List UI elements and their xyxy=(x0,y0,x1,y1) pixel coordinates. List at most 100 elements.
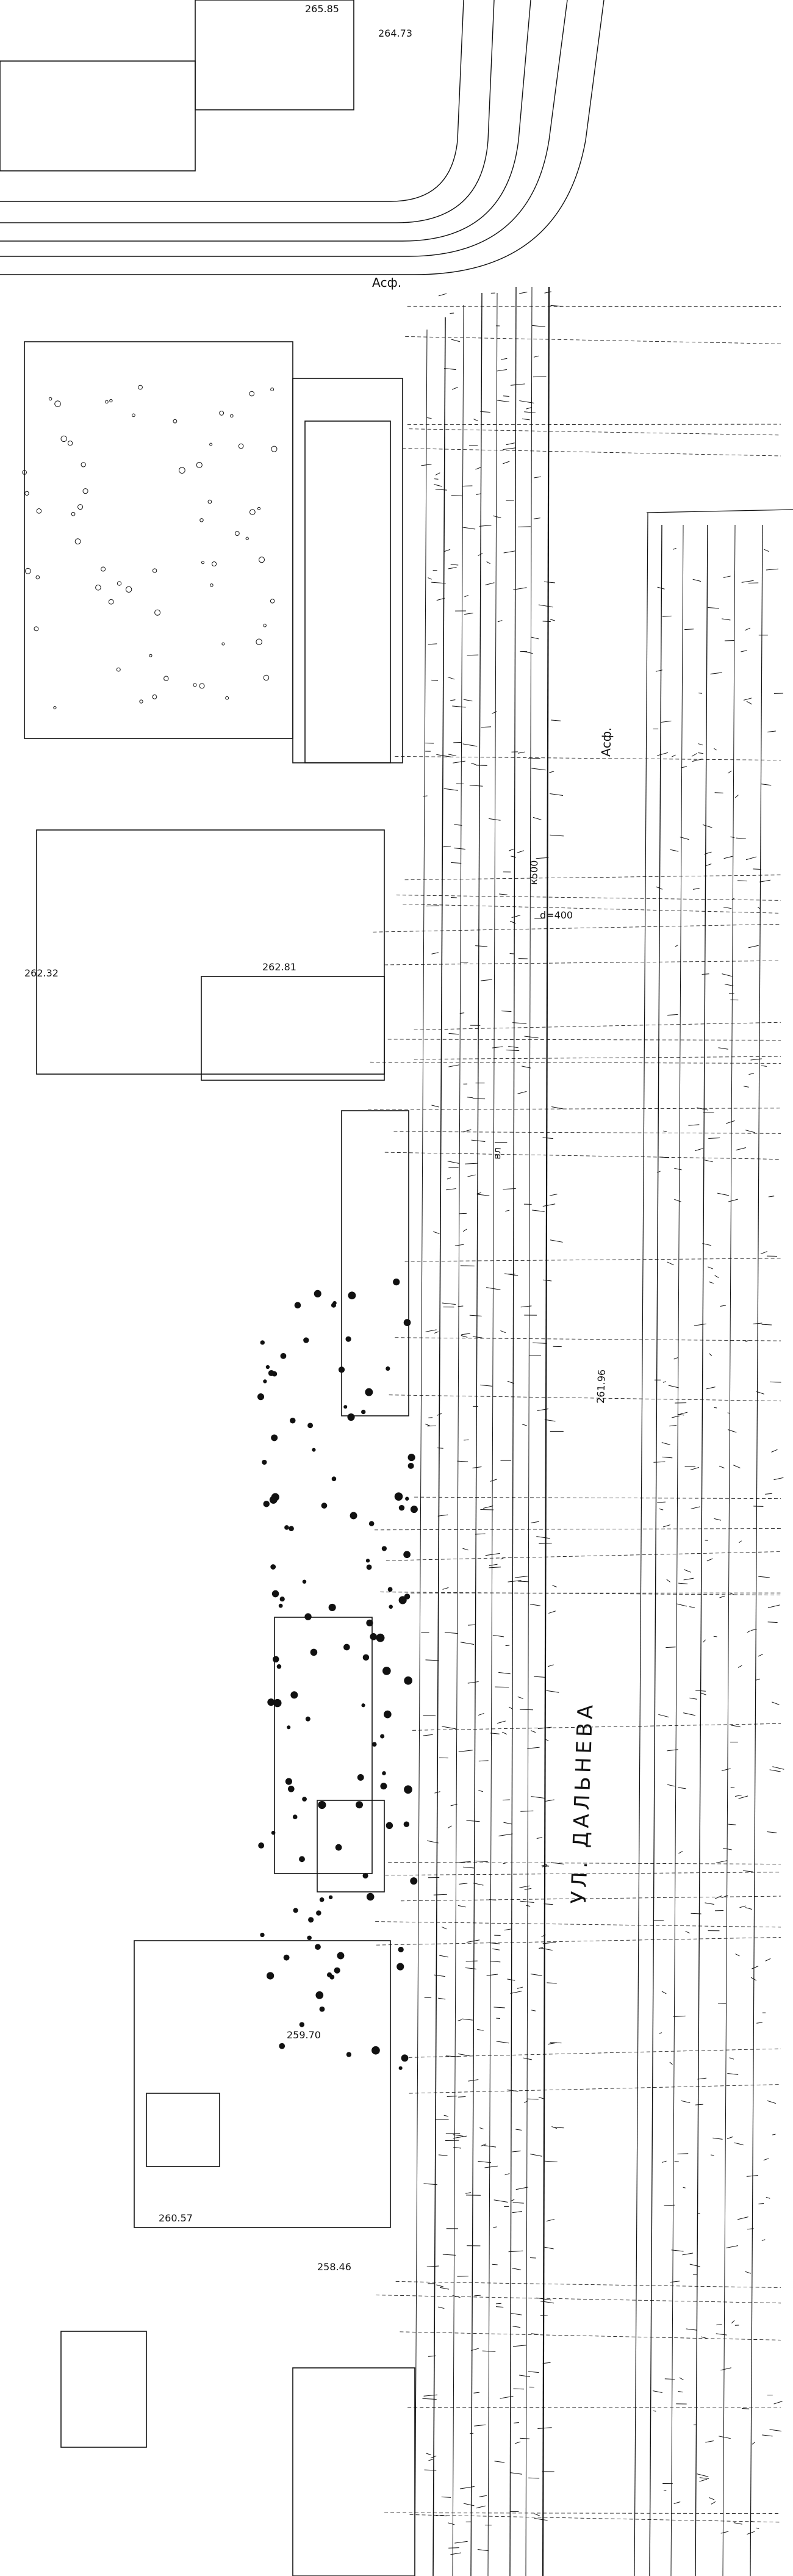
survey-tick xyxy=(753,868,761,870)
tree-symbol xyxy=(403,1319,411,1326)
survey-tick xyxy=(666,1579,671,1582)
survey-tick xyxy=(503,461,510,464)
survey-tick xyxy=(448,2522,455,2525)
survey-tick xyxy=(465,2192,471,2194)
survey-tick xyxy=(531,1521,540,1523)
survey-tick xyxy=(542,1941,556,1944)
utility-line xyxy=(389,1394,781,1402)
survey-tick xyxy=(492,711,497,714)
tree-symbol xyxy=(267,1972,274,1980)
point-symbol xyxy=(249,509,256,515)
survey-tick xyxy=(492,515,501,519)
survey-tick xyxy=(506,442,515,446)
tree-symbol xyxy=(305,1716,310,1722)
survey-tick xyxy=(493,2226,497,2228)
survey-tick xyxy=(745,1907,753,1910)
survey-tick xyxy=(458,1905,466,1908)
survey-tick xyxy=(534,2513,540,2516)
survey-tick xyxy=(426,2453,432,2456)
survey-tick xyxy=(727,2136,733,2139)
survey-tick xyxy=(435,472,440,476)
survey-tick xyxy=(677,1413,684,1416)
survey-tick xyxy=(452,705,466,708)
survey-tick xyxy=(508,1706,514,1710)
point-symbol xyxy=(193,683,197,687)
survey-tick xyxy=(510,383,525,386)
tree-symbol xyxy=(265,1365,270,1369)
survey-tick xyxy=(534,476,541,478)
survey-tick xyxy=(730,836,735,839)
tree-symbol xyxy=(268,1369,274,1376)
survey-tick xyxy=(423,1734,433,1736)
tree-symbol xyxy=(338,1366,345,1373)
tree-symbol xyxy=(382,1771,386,1775)
survey-tick xyxy=(714,1518,722,1521)
survey-tick xyxy=(499,893,508,895)
survey-tick xyxy=(507,1380,515,1384)
survey-tick xyxy=(451,339,461,342)
survey-tick xyxy=(679,2377,684,2380)
tree-symbol xyxy=(334,1967,340,1974)
survey-tick xyxy=(480,1509,494,1510)
survey-tick xyxy=(702,824,712,828)
survey-tick xyxy=(462,2018,473,2021)
tree-symbol xyxy=(410,1506,418,1513)
point-symbol xyxy=(74,538,81,545)
survey-tick xyxy=(670,849,679,852)
elevation-label: 262.32 xyxy=(24,967,59,979)
survey-tick xyxy=(464,612,473,615)
survey-tick xyxy=(656,886,663,890)
survey-tick xyxy=(451,862,462,864)
survey-tick xyxy=(453,2135,467,2139)
survey-tick xyxy=(453,741,462,743)
survey-tick xyxy=(443,549,451,552)
tree-symbol xyxy=(307,1935,312,1941)
survey-tick xyxy=(479,2127,484,2130)
survey-tick xyxy=(509,920,516,924)
survey-tick xyxy=(503,395,509,397)
survey-tick xyxy=(508,1580,522,1582)
survey-tick xyxy=(442,1587,449,1590)
pipe-bl-label: вл xyxy=(491,1147,503,1160)
survey-tick xyxy=(702,973,709,975)
survey-tick xyxy=(425,1659,439,1661)
survey-tick xyxy=(728,1824,736,1825)
survey-tick xyxy=(678,1850,683,1854)
survey-tick xyxy=(431,582,446,584)
survey-tick xyxy=(458,1305,464,1307)
survey-tick xyxy=(425,1423,431,1427)
point-symbol xyxy=(163,676,169,681)
utility-line xyxy=(414,1056,781,1060)
tree-symbol xyxy=(401,2054,409,2062)
survey-tick xyxy=(450,1803,458,1806)
tree-symbol xyxy=(312,1448,316,1452)
survey-tick xyxy=(661,720,672,723)
survey-tick xyxy=(459,1883,468,1885)
survey-tick xyxy=(744,627,751,631)
survey-tick xyxy=(486,1287,501,1290)
survey-tick xyxy=(439,1955,448,1958)
tree-symbol xyxy=(285,1778,293,1785)
survey-tick xyxy=(454,2541,468,2544)
survey-tick xyxy=(475,945,488,947)
tree-symbol xyxy=(398,1504,405,1511)
survey-tick xyxy=(729,992,734,994)
tree-symbol xyxy=(278,1603,283,1608)
survey-tick xyxy=(717,1192,730,1196)
survey-tick xyxy=(673,547,676,550)
survey-tick xyxy=(524,1036,539,1039)
survey-tick xyxy=(537,1409,549,1412)
tree-symbol xyxy=(263,1501,270,1507)
survey-tick xyxy=(678,1787,686,1789)
survey-tick xyxy=(507,2089,518,2092)
survey-tick xyxy=(443,2115,448,2117)
survey-tick xyxy=(760,1251,767,1255)
survey-tick xyxy=(531,325,545,327)
survey-tick xyxy=(550,619,556,621)
survey-tick xyxy=(422,2398,437,2400)
survey-tick xyxy=(431,952,439,954)
survey-tick xyxy=(697,2077,707,2080)
tree-symbol xyxy=(371,1742,377,1747)
tree-symbol xyxy=(315,1991,324,1999)
survey-tick xyxy=(731,898,735,900)
